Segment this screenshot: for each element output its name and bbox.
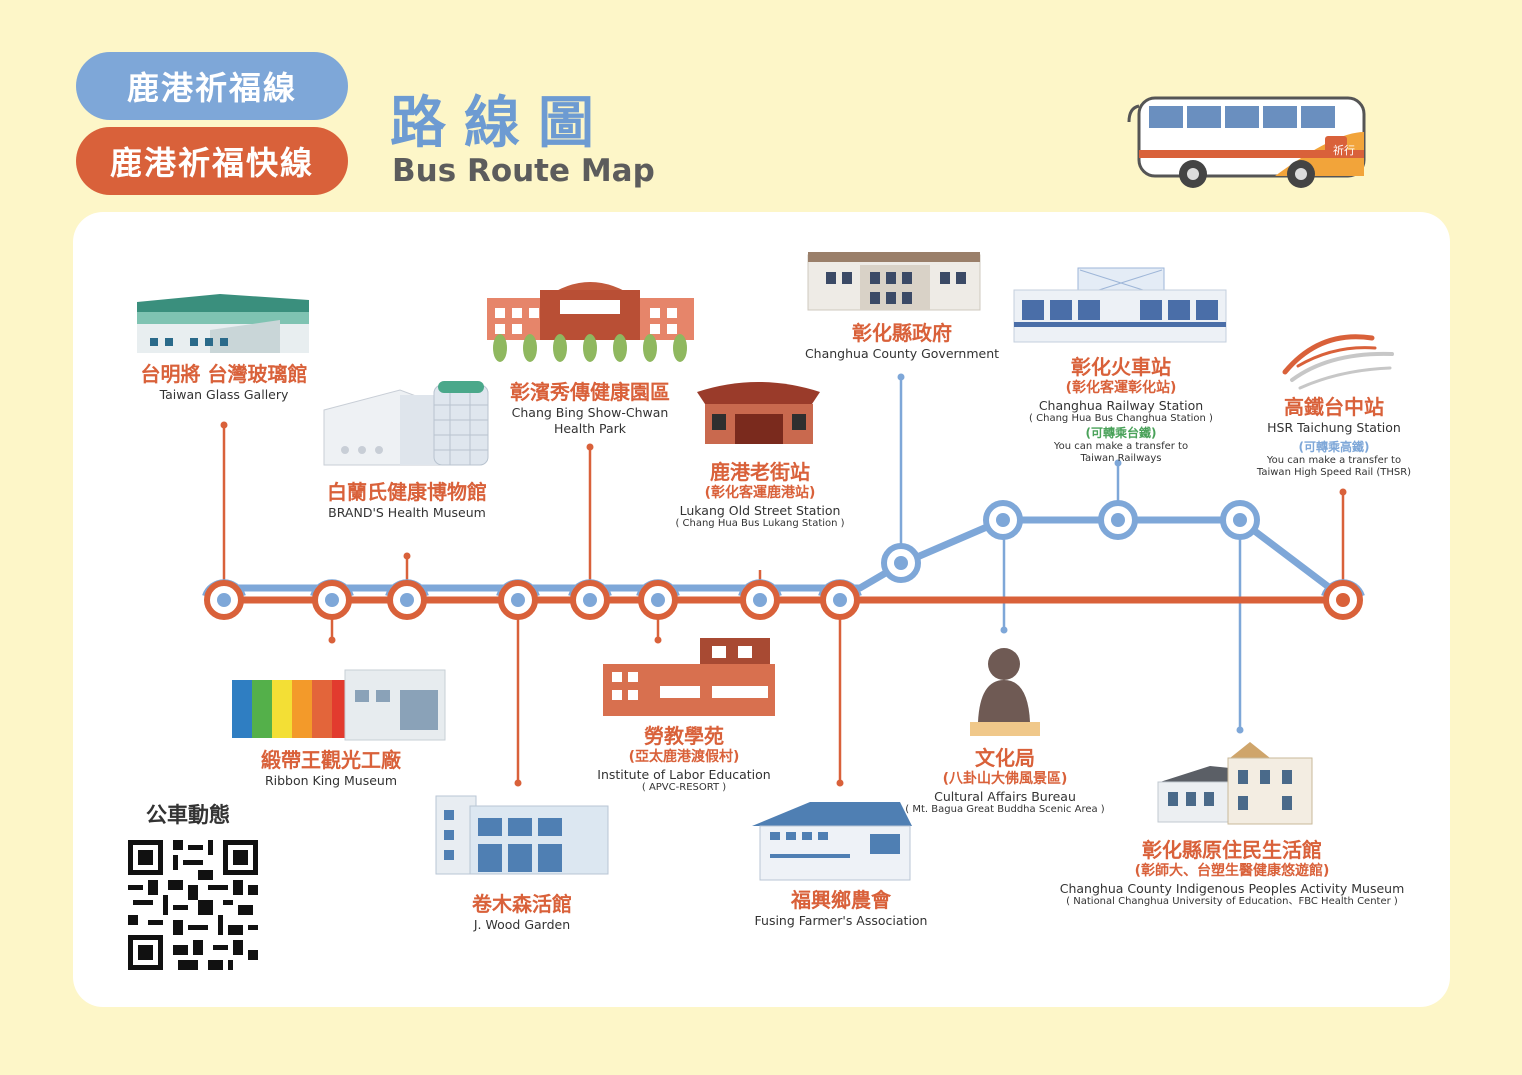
qr-code-icon[interactable] [128, 840, 258, 970]
indigenous-museum-icon [1157, 742, 1313, 825]
stop-name-zh: 彰化縣政府 [852, 321, 952, 345]
stop-name-en: HSR Taichung Station [1267, 420, 1401, 435]
stop-name-zh: 高鐵台中站 [1283, 395, 1384, 419]
transfer-note-en: You can make a transfer to [1266, 454, 1402, 466]
stop-label-labor: 勞教學苑 (亞太鹿港渡假村) Institute of Labor Educat… [597, 724, 770, 795]
stop-name-en: Taiwan Glass Gallery [159, 387, 289, 402]
stop-name-zh: 彰化縣原住民生活館 [1141, 838, 1322, 862]
route-regular-badge: 鹿港祈福線 [76, 52, 348, 120]
stop-name-en: Institute of Labor Education [597, 766, 771, 782]
stop-label-changbing: 彰濱秀傳健康園區 Chang Bing Show-Chwan Health Pa… [510, 380, 670, 436]
stop-subname-en: ( National Changhua University of Educat… [1066, 896, 1398, 908]
stop-name-en: Changhua Railway Station [1038, 397, 1204, 413]
transfer-note-en: You can make a transfer to [1053, 440, 1189, 452]
stop-label-glass-gallery: 台明將 台灣玻璃館 Taiwan Glass Gallery [141, 362, 308, 403]
transfer-note-en: Taiwan Railways [1080, 453, 1162, 465]
stop-name-zh: 彰濱秀傳健康園區 [510, 380, 670, 404]
page-subtitle: Bus Route Map [392, 153, 655, 189]
stop-name-en: BRAND'S Health Museum [328, 505, 486, 520]
transfer-note-en: Taiwan High Speed Rail (THSR) [1256, 467, 1412, 479]
page-title: 路線圖 [390, 91, 612, 156]
county-government-icon [807, 252, 981, 311]
stop-subname-zh: (彰化客運鹿港站) [704, 485, 816, 501]
stop-name-zh: 勞教學苑 [644, 724, 724, 748]
stop-name-en: Changhua County Indigenous Peoples Activ… [1059, 880, 1405, 896]
stop-name-zh: 文化局 [974, 746, 1035, 770]
stop-subname-en: ( Chang Hua Bus Changhua Station ) [1029, 413, 1213, 425]
stop-subname-zh: (彰化客運彰化站) [1065, 380, 1177, 396]
stop-name-en: J. Wood Garden [473, 917, 571, 932]
qr-title: 公車動態 [146, 803, 230, 827]
railway-station-icon [1013, 267, 1227, 343]
stop-label-culture: 文化局 (八卦山大佛風景區) Cultural Affairs Bureau (… [905, 746, 1104, 817]
buddha-statue-icon [970, 648, 1040, 736]
stop-label-fusing: 福興鄉農會 Fusing Farmer's Association [755, 888, 928, 929]
stop-subname-en: ( APVC-RESORT ) [641, 782, 727, 794]
stop-name-en: Ribbon King Museum [264, 773, 398, 788]
stop-subname-zh: (彰師大、台塑生醫健康悠遊館) [1134, 863, 1330, 879]
route-express-badge: 鹿港祈福快線 [76, 127, 348, 195]
stop-name-zh: 福興鄉農會 [791, 888, 891, 912]
lukang-temple-icon [697, 382, 820, 444]
stop-name-en: Cultural Affairs Bureau [934, 788, 1076, 804]
stop-label-wood: 卷木森活館 J. Wood Garden [472, 892, 572, 933]
bus-icon: 祈行 [1127, 96, 1366, 188]
stop-name-zh: 台明將 台灣玻璃館 [140, 362, 308, 386]
stop-name-en: Lukang Old Street Station [679, 502, 841, 518]
labor-institute-icon [603, 638, 775, 716]
stop-label-ribbon: 緞帶王觀光工廠 Ribbon King Museum [261, 748, 401, 789]
brands-museum-icon [323, 381, 489, 466]
stop-name-en: Health Park [553, 420, 627, 436]
stop-name-zh: 白蘭氏健康博物館 [327, 480, 487, 504]
stop-label-railway: 彰化火車站 (彰化客運彰化站) Changhua Railway Station… [1029, 355, 1213, 466]
farmers-association-icon [752, 802, 912, 881]
stop-label-indigenous: 彰化縣原住民生活館 (彰師大、台塑生醫健康悠遊館) Changhua Count… [1060, 838, 1405, 909]
stop-name-en: Chang Bing Show-Chwan [511, 405, 669, 420]
stop-subname-zh: (亞太鹿港渡假村) [628, 749, 740, 765]
stop-name-zh: 彰化火車站 [1071, 355, 1171, 379]
stop-name-zh: 緞帶王觀光工廠 [261, 748, 401, 772]
stop-subname-en: ( Chang Hua Bus Lukang Station ) [675, 518, 845, 530]
stop-name-zh: 鹿港老街站 [710, 460, 810, 484]
stop-label-brands: 白蘭氏健康博物館 BRAND'S Health Museum [327, 480, 487, 521]
stop-name-en: Fusing Farmer's Association [754, 913, 928, 928]
stop-label-lukang: 鹿港老街站 (彰化客運鹿港站) Lukang Old Street Statio… [675, 460, 844, 531]
bus-logo-text: 祈行 [1333, 144, 1355, 157]
stop-name-zh: 卷木森活館 [472, 892, 572, 916]
transfer-note-zh: (可轉乘高鐵) [1298, 439, 1370, 454]
wood-garden-icon [435, 795, 609, 875]
stop-subname-zh: (八卦山大佛風景區) [942, 771, 1068, 787]
transfer-note-zh: (可轉乘台鐵) [1085, 425, 1157, 440]
glass-gallery-icon [137, 294, 309, 353]
hsr-logo-icon [1282, 334, 1394, 390]
stop-name-en: Changhua County Government [804, 346, 1000, 361]
changbing-park-icon [487, 282, 694, 362]
stop-subname-en: ( Mt. Bagua Great Buddha Scenic Area ) [905, 804, 1105, 816]
stop-label-county: 彰化縣政府 Changhua County Government [805, 321, 999, 362]
ribbon-king-icon [232, 669, 446, 741]
stop-label-hsr: 高鐵台中站 HSR Taichung Station (可轉乘高鐵) You c… [1257, 395, 1411, 480]
